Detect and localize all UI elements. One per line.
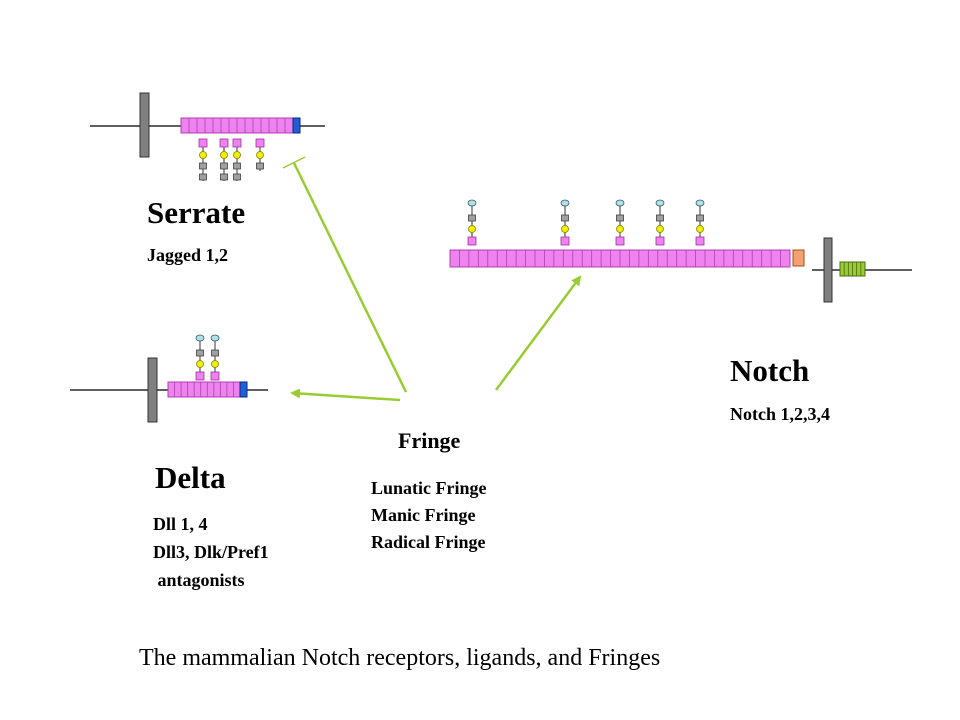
serrate-domain-box [292, 117, 301, 134]
fucose-sugar [232, 138, 242, 148]
fucose-sugar [255, 138, 265, 148]
notch-egf-repeats [449, 249, 791, 268]
glucose-sugar [616, 225, 624, 233]
glucose-sugar [468, 225, 476, 233]
fucose-sugar [210, 371, 220, 381]
sialic-sugar [195, 334, 205, 342]
serrate-members-label: Jagged 1,2 [147, 245, 228, 265]
delta-member: Dll 1, 4 [153, 514, 208, 534]
glcnac-sugar [211, 349, 219, 357]
notch-members-label: Notch 1,2,3,4 [730, 404, 830, 424]
glucose-sugar [256, 151, 264, 159]
glucose-sugar [696, 225, 704, 233]
glcnac-sugar [696, 214, 704, 222]
galactose-sugar [220, 173, 228, 181]
glcnac-sugar [199, 162, 207, 170]
fucose-sugar [198, 138, 208, 148]
arrow-to-notch [494, 275, 582, 391]
serrate-molecule [90, 92, 325, 181]
glucose-sugar [211, 360, 219, 368]
serrate-glycan-chains [198, 138, 265, 181]
glcnac-sugar [233, 162, 241, 170]
fucose-sugar [560, 236, 570, 246]
galactose-sugar [199, 173, 207, 181]
serrate-label: Serrate [147, 195, 246, 230]
fucose-sugar [655, 236, 665, 246]
arrow-to-serrate-head [282, 156, 306, 169]
fringe-label: Fringe [398, 428, 461, 453]
delta-domain-box [239, 381, 248, 398]
fucose-sugar [467, 236, 477, 246]
glcnac-sugar [196, 349, 204, 357]
glucose-sugar [196, 360, 204, 368]
notch-ankyrin-repeats [839, 261, 866, 277]
fringe-member: Manic Fringe [371, 505, 476, 525]
notch-label: Notch [730, 353, 810, 388]
glcnac-sugar [220, 162, 228, 170]
sialic-sugar [615, 199, 625, 207]
fucose-sugar [615, 236, 625, 246]
delta-member: Dll3, Dlk/Pref1 [153, 542, 269, 562]
notch-molecule [449, 199, 912, 303]
sialic-sugar [467, 199, 477, 207]
glcnac-sugar [561, 214, 569, 222]
delta-members-list: Dll 1, 4 Dll3, Dlk/Pref1 antagonists [153, 510, 269, 594]
egf-repeat-bar [167, 381, 241, 398]
delta-egf-repeats [167, 381, 241, 398]
fringe-member: Lunatic Fringe [371, 478, 487, 498]
sialic-sugar [560, 199, 570, 207]
notch-membrane [823, 237, 833, 303]
fucose-sugar [695, 236, 705, 246]
delta-glycan-chains [195, 334, 220, 381]
glcnac-sugar [468, 214, 476, 222]
sialic-sugar [695, 199, 705, 207]
arrow-to-delta [290, 388, 401, 402]
fucose-sugar [195, 371, 205, 381]
delta-member: antagonists [153, 570, 245, 590]
fringe-arrows [282, 156, 582, 402]
arrow-to-serrate [292, 162, 408, 393]
sialic-sugar [210, 334, 220, 342]
glucose-sugar [561, 225, 569, 233]
glucose-sugar [220, 151, 228, 159]
fringe-members-list: Lunatic Fringe Manic Fringe Radical Frin… [371, 475, 487, 556]
delta-label: Delta [155, 460, 226, 495]
glucose-sugar [656, 225, 664, 233]
delta-membrane [147, 357, 158, 423]
figure-caption: The mammalian Notch receptors, ligands, … [139, 645, 661, 671]
glcnac-sugar [616, 214, 624, 222]
notch-domain-box [792, 249, 805, 267]
galactose-sugar [233, 173, 241, 181]
glcnac-sugar [256, 162, 264, 170]
fucose-sugar [219, 138, 229, 148]
serrate-membrane [139, 92, 150, 158]
glucose-sugar [233, 151, 241, 159]
notch-glycan-chains [467, 199, 705, 246]
serrate-egf-repeats [180, 117, 294, 134]
sialic-sugar [655, 199, 665, 207]
delta-molecule [70, 334, 268, 423]
glcnac-sugar [656, 214, 664, 222]
fringe-member: Radical Fringe [371, 532, 486, 552]
glucose-sugar [199, 151, 207, 159]
